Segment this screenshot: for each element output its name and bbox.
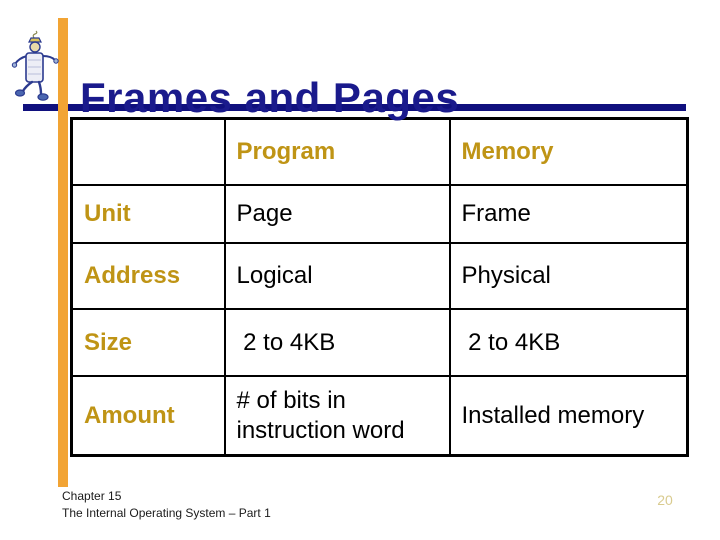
row-header-amount: Amount xyxy=(70,375,226,457)
corner-cell xyxy=(70,117,226,186)
cell-address-program: Logical xyxy=(223,242,451,310)
title-underline xyxy=(23,104,686,111)
table-row: Size 2 to 4KB 2 to 4KB xyxy=(70,308,689,377)
cell-address-memory: Physical xyxy=(448,242,689,310)
table-row: Amount # of bits in instruction word Ins… xyxy=(70,375,689,457)
row-header-unit: Unit xyxy=(70,184,226,244)
cell-amount-program: # of bits in instruction word xyxy=(223,375,451,457)
cell-amount-memory: Installed memory xyxy=(448,375,689,457)
table-row: Unit Page Frame xyxy=(70,184,689,244)
table-row: Address Logical Physical xyxy=(70,242,689,310)
frames-pages-table: Program Memory Unit Page Frame Address L… xyxy=(70,117,689,457)
footer: Chapter 15 The Internal Operating System… xyxy=(62,488,271,522)
col-header-memory: Memory xyxy=(448,117,689,186)
footer-course-title: The Internal Operating System – Part 1 xyxy=(62,506,271,520)
row-header-address: Address xyxy=(70,242,226,310)
page-number: 20 xyxy=(657,492,673,508)
table-row: Program Memory xyxy=(70,117,689,186)
cell-unit-program: Page xyxy=(223,184,451,244)
walking-figure-icon xyxy=(11,30,59,101)
page-title: Frames and Pages xyxy=(80,74,460,122)
footer-chapter: Chapter 15 xyxy=(62,489,122,503)
cell-unit-memory: Frame xyxy=(448,184,689,244)
col-header-program: Program xyxy=(223,117,451,186)
cell-size-program: 2 to 4KB xyxy=(223,308,451,377)
cell-size-memory: 2 to 4KB xyxy=(448,308,689,377)
accent-bar xyxy=(58,18,68,487)
row-header-size: Size xyxy=(70,308,226,377)
